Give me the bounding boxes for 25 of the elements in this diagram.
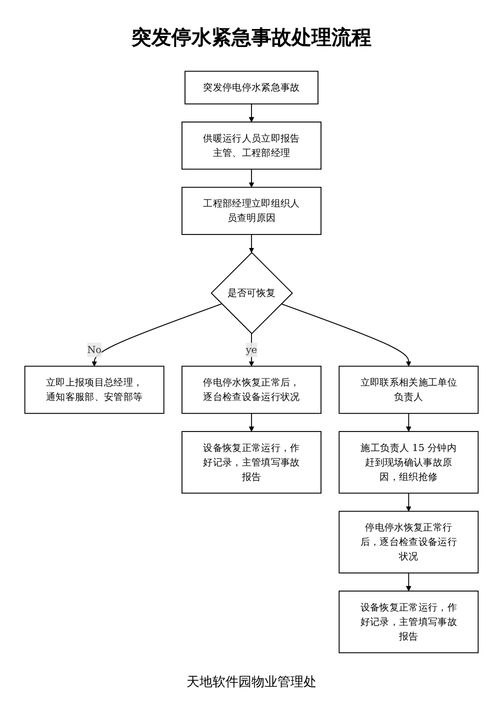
arrow <box>248 234 254 253</box>
arrow <box>406 492 412 512</box>
diagram-title: 突发停水紧急事故处理流程 <box>132 24 372 51</box>
arrow <box>406 572 412 592</box>
footer-text: 天地软件园物业管理处 <box>186 674 316 691</box>
node-diamond: 是否可恢复 <box>210 252 293 334</box>
node-box: 突发停电停水紧急事故 <box>184 70 318 104</box>
node-box: 停电停水恢复正常后，逐台检查设备运行状况 <box>182 366 322 414</box>
edge-label: No <box>87 344 102 356</box>
arrow <box>248 168 254 188</box>
arrow <box>248 103 254 122</box>
arrow <box>92 303 222 366</box>
node-box: 立即联系相关施工单位负责人 <box>338 366 479 414</box>
arrow <box>406 412 412 432</box>
arrow <box>280 303 412 366</box>
node-box: 设备恢复正常运行，作好记录，主管填写事故报告 <box>182 431 322 494</box>
node-box: 停电停水恢复正常行后，逐台检查设备运行状况 <box>338 510 479 574</box>
node-box: 工程部经理立即组织人员查明原因 <box>182 186 322 235</box>
node-box: 供暖运行人员立即报告主管、工程部经理 <box>182 122 322 170</box>
arrow <box>248 412 254 432</box>
arrow <box>248 333 254 366</box>
node-box: 立即上报项目总经理，通知客服部、安管部等 <box>24 366 164 414</box>
node-box: 施工负责人 15 分钟内赶到现场确认事故原因，组织抢修 <box>338 431 479 494</box>
edge-label: ye <box>246 344 258 356</box>
node-box: 设备恢复正常运行，作好记录，主管填写事故报告 <box>338 590 479 654</box>
